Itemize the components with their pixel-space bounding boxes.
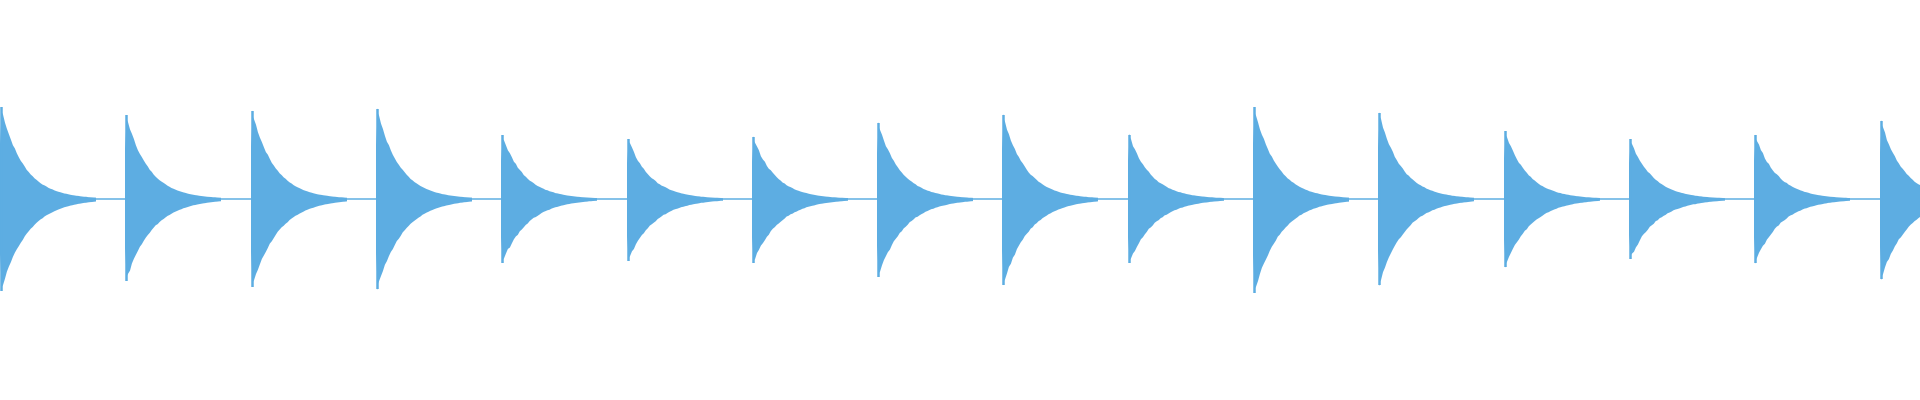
waveform-transient [1504,131,1600,268]
waveform-transient [1002,114,1098,286]
waveform-transient [1754,134,1850,264]
waveform-transient [877,122,973,277]
transients-group [0,107,1920,293]
waveform-transient [1629,139,1725,259]
waveform-transient [376,108,472,291]
waveform-transient [125,114,221,281]
waveform-transient [501,136,597,262]
waveform-transient [1128,133,1224,263]
waveform-transient [0,107,96,291]
waveform-transient [752,136,848,262]
waveform-transient [1253,108,1349,293]
waveform-transient [1880,120,1920,281]
waveform-transient [627,138,723,261]
waveform-transient [1378,112,1474,287]
waveform-transient [251,110,347,287]
